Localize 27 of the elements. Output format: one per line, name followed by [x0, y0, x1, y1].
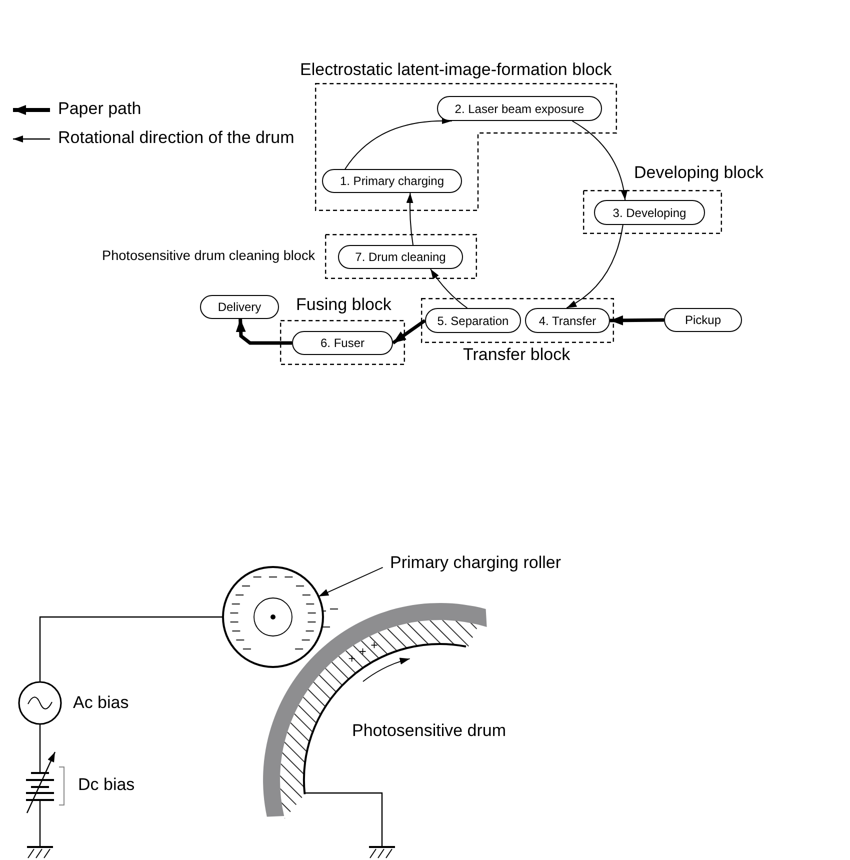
block-heading: Photosensitive drum cleaning block: [102, 247, 316, 265]
process-step: 1. Primary charging: [322, 169, 462, 193]
process-step: Delivery: [200, 295, 279, 319]
legend-text: Rotational direction of the drum: [58, 128, 294, 148]
arrow: [566, 224, 624, 308]
paper-path-arrow: [392, 319, 426, 344]
process-step: 5. Separation: [425, 308, 521, 333]
paper-path-arrow: [236, 318, 292, 345]
process-step: 2. Laser beam exposure: [437, 96, 602, 121]
part-label: Primary charging roller: [390, 553, 630, 577]
paper-path-arrow: [610, 315, 664, 326]
part-label: Dc bias: [78, 775, 135, 795]
leader-line: [318, 566, 384, 597]
process-step: 6. Fuser: [292, 331, 393, 355]
block-heading: Fusing block: [296, 295, 392, 315]
process-step: 4. Transfer: [525, 308, 610, 333]
block-heading: Electrostatic latent-image-formation block: [300, 60, 612, 80]
arrow: [344, 117, 452, 170]
part-label: Ac bias: [73, 693, 129, 713]
arrow: [406, 192, 414, 246]
part-label: Photosensitive drum: [352, 721, 506, 741]
block-heading: Developing block: [634, 163, 764, 183]
process-step: 3. Developing: [594, 200, 705, 225]
legend-text: Paper path: [58, 99, 142, 119]
block-heading: Transfer block: [463, 345, 570, 365]
process-step: 7. Drum cleaning: [338, 245, 463, 269]
process-step: Pickup: [664, 308, 742, 332]
